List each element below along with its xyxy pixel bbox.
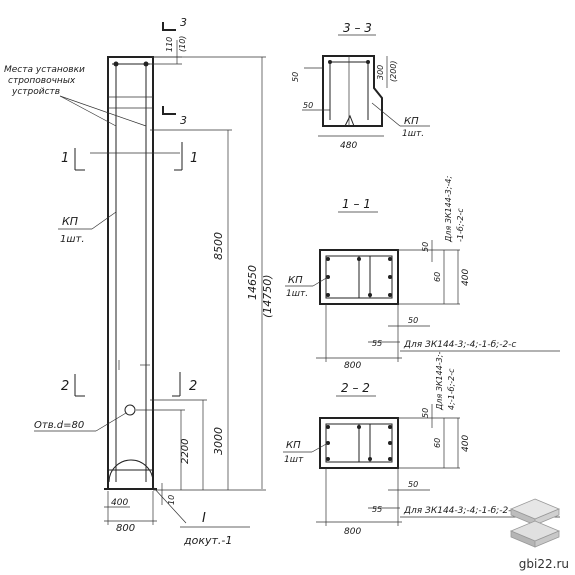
svg-text:3000: 3000 [212, 427, 225, 455]
cut-1: 1 1 [61, 142, 198, 171]
svg-text:Отв.d=80: Отв.d=80 [34, 420, 84, 431]
svg-text:50: 50 [408, 316, 418, 325]
hole-circle [124, 404, 136, 416]
svg-text:55: 55 [372, 339, 382, 348]
svg-text:50: 50 [421, 408, 430, 418]
cut-3-top: 3 3 [162, 16, 187, 127]
svg-text:1шт: 1шт [284, 455, 304, 465]
svg-text:Для ЗК144-3;-4;: Для ЗК144-3;-4; [444, 176, 453, 243]
svg-text:докут.-1: докут.-1 [183, 534, 232, 547]
svg-text:1шт.: 1шт. [286, 289, 308, 299]
svg-text:-1-б;-2-с: -1-б;-2-с [456, 208, 465, 242]
svg-text:(200): (200) [389, 60, 398, 82]
watermark-logo-icon [509, 498, 561, 548]
svg-text:60: 60 [433, 272, 442, 282]
svg-text:Для ЗК144-3;-4;-1-б;-2-с: Для ЗК144-3;-4;-1-б;-2-с [403, 506, 516, 516]
section-2-2: 2 – 2 КП 1шт 50 60 400 Для ЗК144-3;- 4;-… [283, 352, 560, 537]
svg-text:1: 1 [190, 151, 198, 166]
svg-text:устройств: устройств [11, 87, 60, 97]
base-arc [108, 459, 154, 483]
cut-2: 2 2 [61, 372, 197, 397]
svg-text:800: 800 [116, 523, 135, 534]
svg-text:400: 400 [461, 435, 471, 452]
mounting-note: Места установки строповочных устройств [4, 65, 147, 127]
svg-text:800: 800 [344, 527, 361, 537]
svg-text:50: 50 [408, 480, 418, 489]
section-1-1: 1 – 1 КП 1шт. 50 60 400 Для ЗК144-3;-4; … [285, 176, 560, 371]
svg-text:50: 50 [291, 72, 300, 82]
svg-text:КП: КП [288, 275, 303, 286]
svg-text:2200: 2200 [180, 439, 191, 464]
svg-text:14650: 14650 [246, 265, 259, 300]
svg-text:1 – 1: 1 – 1 [342, 197, 371, 211]
column-elevation [104, 56, 157, 490]
svg-text:3 – 3: 3 – 3 [343, 21, 372, 35]
svg-text:300: 300 [376, 65, 385, 80]
svg-text:Для ЗК144-3;-4;-1-б;-2-с: Для ЗК144-3;-4;-1-б;-2-с [403, 340, 516, 350]
vertical-dimensions: 110 (10) 8500 14650 (14750) 3000 2200 10 [136, 36, 274, 505]
base-dimensions: 400 800 [104, 491, 157, 534]
svg-text:50: 50 [421, 242, 430, 252]
watermark-text: gbi22.ru [518, 557, 569, 571]
svg-text:I: I [202, 511, 206, 526]
svg-text:4;-1-б;-2-с: 4;-1-б;-2-с [447, 368, 456, 410]
svg-text:2: 2 [189, 379, 197, 394]
svg-text:50: 50 [303, 101, 313, 110]
svg-text:10: 10 [167, 495, 176, 505]
hole-label: Отв.d=80 [34, 412, 127, 432]
svg-text:3: 3 [180, 114, 187, 127]
svg-text:(10): (10) [178, 36, 187, 52]
svg-text:2: 2 [61, 379, 69, 394]
doc-reference: I докут.-1 [152, 486, 250, 547]
svg-text:60: 60 [433, 438, 442, 448]
svg-text:1шт.: 1шт. [402, 129, 424, 139]
kp-main-label: КП 1шт. [58, 211, 117, 245]
svg-text:2 – 2: 2 – 2 [341, 381, 370, 395]
svg-text:КП: КП [404, 116, 419, 127]
svg-text:800: 800 [344, 361, 361, 371]
svg-text:1шт.: 1шт. [60, 234, 85, 245]
svg-text:480: 480 [340, 141, 357, 151]
svg-text:строповочных: строповочных [8, 76, 76, 86]
svg-text:3: 3 [180, 16, 187, 29]
svg-text:400: 400 [111, 498, 128, 508]
svg-text:(14750): (14750) [261, 274, 274, 318]
section-3-3: 3 – 3 50 50 300 (200) 480 КП 1шт. [291, 21, 430, 151]
svg-text:Места установки: Места установки [4, 65, 85, 75]
svg-text:400: 400 [461, 269, 471, 286]
svg-text:8500: 8500 [212, 232, 225, 260]
svg-text:Для ЗК144-3;-: Для ЗК144-3;- [435, 352, 444, 411]
svg-text:110: 110 [165, 37, 174, 52]
svg-text:55: 55 [372, 505, 382, 514]
svg-text:КП: КП [62, 215, 78, 228]
svg-text:1: 1 [61, 151, 69, 166]
svg-text:КП: КП [286, 440, 301, 451]
